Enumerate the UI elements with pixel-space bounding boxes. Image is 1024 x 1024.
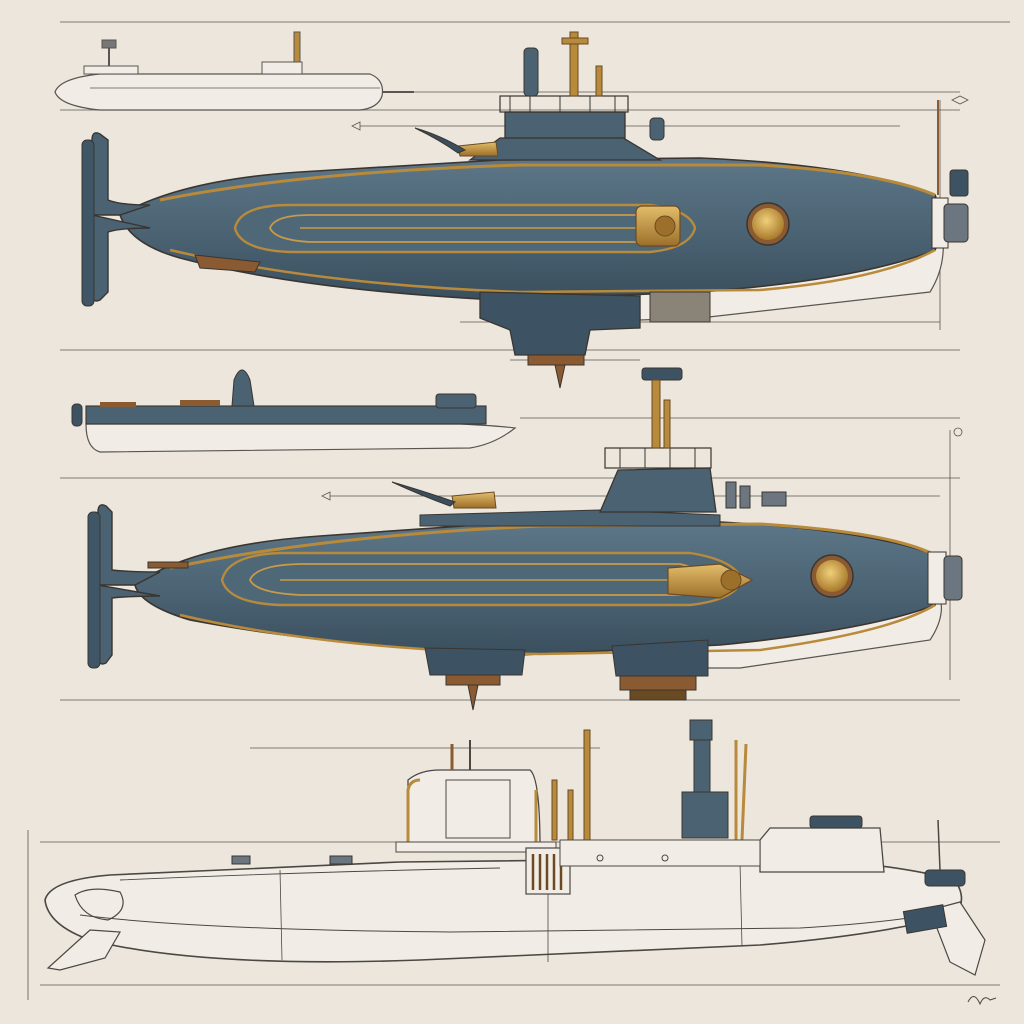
submarine-side-view-2 [87, 367, 963, 711]
submarine-side-view-3 [44, 719, 986, 976]
profile-view-top [54, 31, 414, 111]
submarine-side-view-1 [81, 31, 969, 389]
artist-signature [967, 996, 997, 1006]
profile-view-middle [71, 369, 517, 453]
